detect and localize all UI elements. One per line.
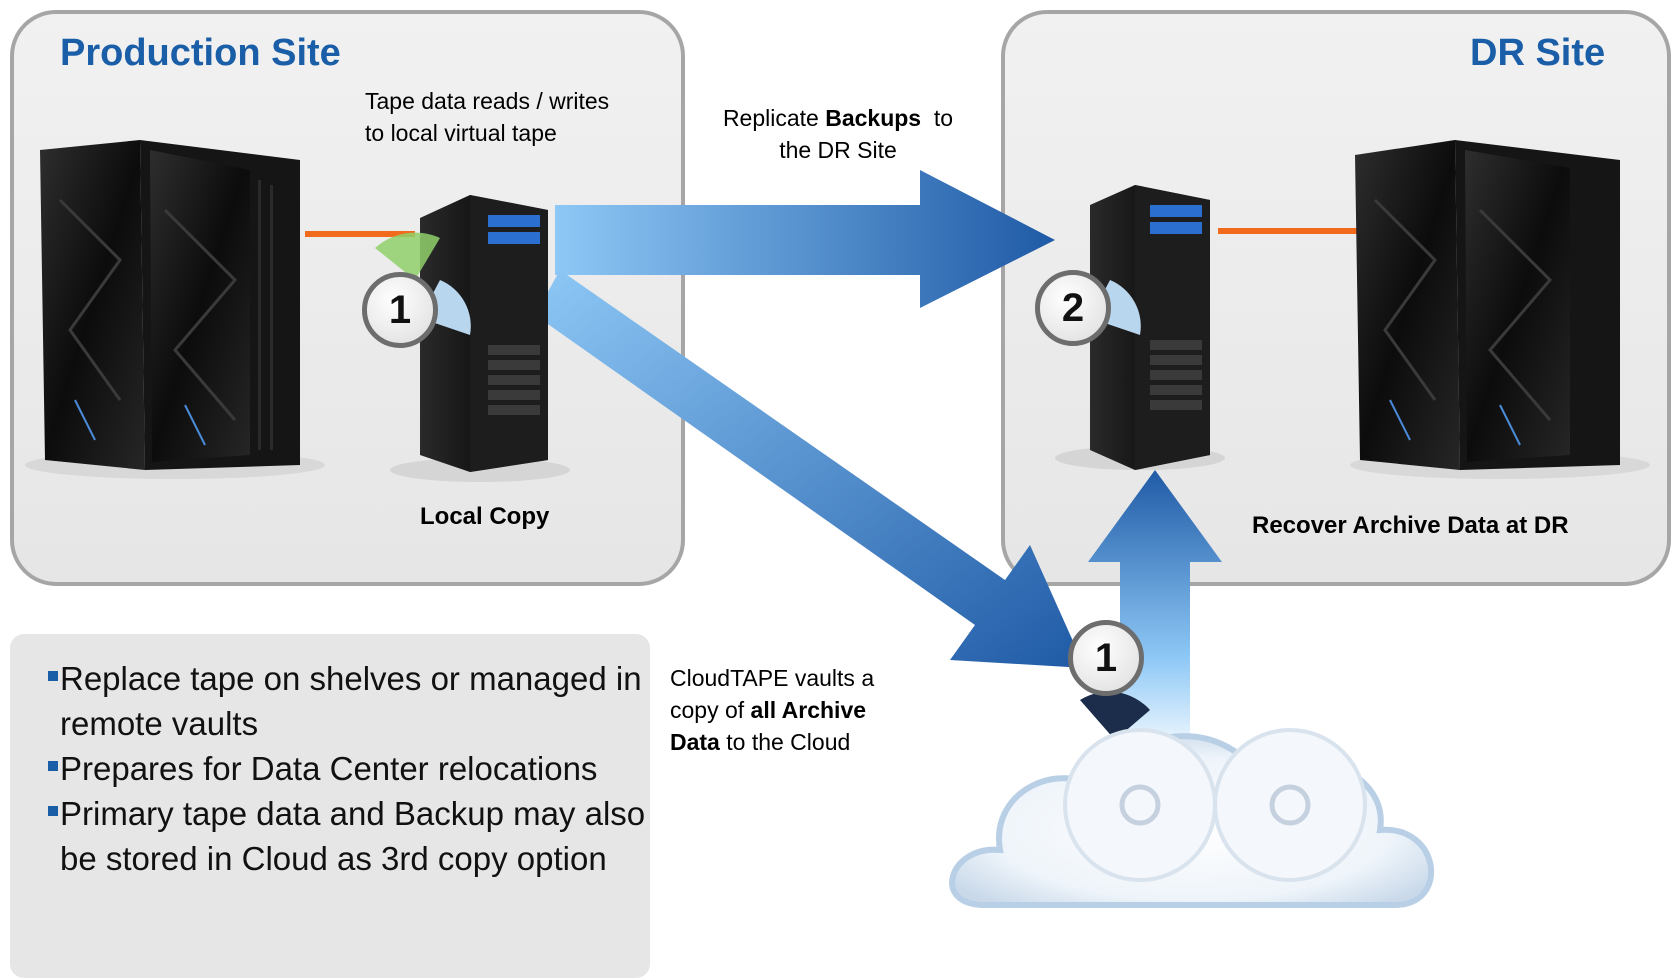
cloud-sector-icon <box>1080 691 1150 740</box>
production-server <box>390 195 570 482</box>
step-badge-local: 1 <box>362 272 438 348</box>
benefit-item: Prepares for Data Center relocations <box>48 746 650 791</box>
dr-mainframe <box>1350 140 1650 479</box>
replicate-arrow <box>555 170 1055 308</box>
benefits-box: Replace tape on shelves or managed in re… <box>10 634 650 978</box>
link-line-production <box>305 231 415 237</box>
recover-label: Recover Archive Data at DR <box>1252 512 1569 539</box>
dr-server <box>1055 185 1225 470</box>
replicate-note: Replicate Backups to the DR Site <box>722 105 954 163</box>
cloud-icon <box>949 728 1435 908</box>
link-line-dr <box>1218 228 1358 234</box>
dr-site-title: DR Site <box>1470 32 1606 74</box>
step-badge-cloud: 1 <box>1068 620 1144 696</box>
benefit-item: Primary tape data and Backup may also be… <box>48 791 650 881</box>
production-site-title: Production Site <box>60 32 341 74</box>
local-copy-label: Local Copy <box>420 503 550 530</box>
production-mainframe <box>25 140 325 479</box>
tape-note: Tape data reads / writes to local virtua… <box>365 88 610 146</box>
step-badge-dr: 2 <box>1035 270 1111 346</box>
cloud-vault-arrow <box>535 270 1085 668</box>
benefits-list: Replace tape on shelves or managed in re… <box>10 634 650 881</box>
tape-read-sector-icon <box>375 232 440 280</box>
cloud-note: CloudTAPE vaults a copy of all Archive D… <box>670 665 875 755</box>
benefit-item: Replace tape on shelves or managed in re… <box>48 656 650 746</box>
